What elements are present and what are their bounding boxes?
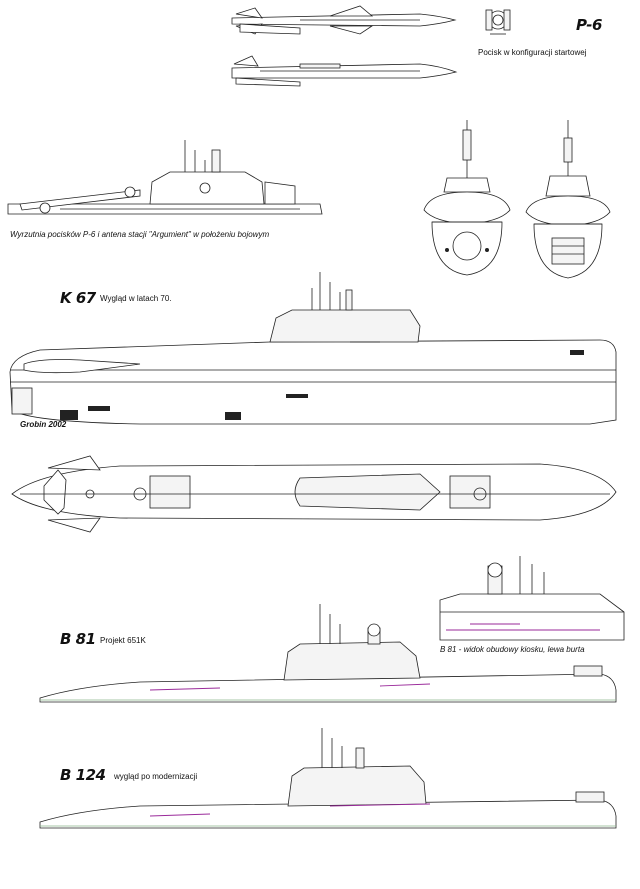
k67-code: K 67 [60,289,96,307]
missile-caption: Pocisk w konfiguracji startowej [478,48,587,57]
k67-side-profile [9,272,617,425]
k67-caption: Wygląd w latach 70. [100,294,172,303]
b81-code: B 81 [60,630,96,648]
artist-signature: Grobin 2002 [20,420,67,429]
missile-code: P-6 [576,16,602,34]
missile-top-view [231,5,457,35]
missile-side-view [231,55,458,87]
b124-caption: wygląd po modernizacji [114,772,198,781]
b81-caption: Projekt 651K [100,636,146,645]
b81-inset-caption: B 81 - widok obudowy kiosku, lewa burta [440,645,585,654]
b124-code: B 124 [60,766,106,784]
b81-sail-inset [439,556,625,641]
launcher-side-view [7,140,323,215]
hull-front-section [423,120,511,276]
top-plan-view [11,455,617,533]
missile-front-view [485,9,511,35]
b81-side-profile [39,604,617,703]
b124-side-profile [39,728,617,829]
hull-rear-section [525,120,611,279]
launcher-caption: Wyrzutnia pocisków P-6 i antena stacji "… [10,230,270,239]
